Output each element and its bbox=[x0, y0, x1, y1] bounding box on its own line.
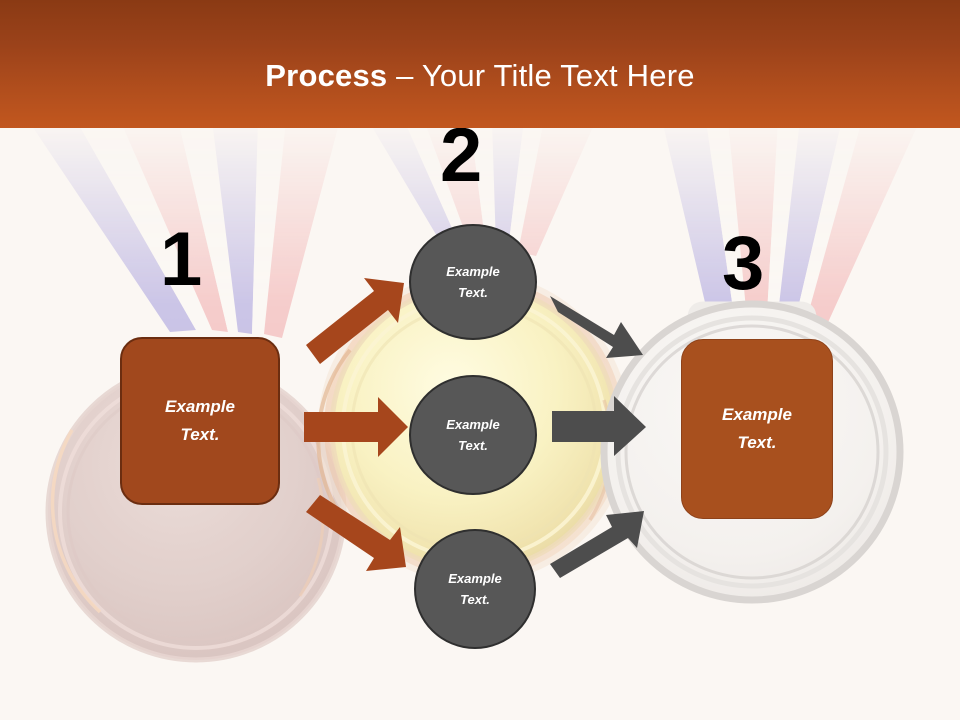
process-circle-3[interactable]: Example Text. bbox=[414, 529, 536, 649]
arrow-outbound-middle bbox=[552, 396, 646, 456]
process-circle-1-line1: Example bbox=[446, 264, 500, 279]
process-box-right-line2: Text. bbox=[737, 433, 777, 452]
process-circle-1-line2: Text. bbox=[458, 285, 488, 300]
ribbon-middle bbox=[368, 120, 596, 256]
ribbon-left bbox=[28, 120, 340, 338]
step-number-3: 3 bbox=[722, 221, 765, 306]
process-box-left-line2: Text. bbox=[180, 425, 220, 444]
process-circle-2-text: Example Text. bbox=[446, 414, 499, 456]
process-circle-3-text: Example Text. bbox=[448, 568, 501, 610]
arrow-outbound-bottom bbox=[550, 511, 644, 578]
process-box-left-text: Example Text. bbox=[165, 393, 235, 449]
process-circle-2-line1: Example bbox=[446, 417, 500, 432]
process-box-right-text: Example Text. bbox=[722, 401, 792, 457]
arrow-inbound-middle bbox=[304, 397, 408, 457]
process-box-left-line1: Example bbox=[165, 397, 235, 416]
ribbon-group bbox=[28, 120, 920, 340]
title-separator: – bbox=[387, 58, 422, 93]
process-circle-2-line2: Text. bbox=[458, 438, 488, 453]
ribbon-right bbox=[662, 120, 920, 340]
step-number-1: 1 bbox=[160, 217, 203, 302]
page-title: Process – Your Title Text Here bbox=[0, 58, 960, 94]
arrow-inbound-bottom bbox=[306, 495, 406, 571]
step-number-2: 2 bbox=[440, 113, 483, 198]
arrow-outbound-top bbox=[550, 296, 643, 358]
process-circle-1[interactable]: Example Text. bbox=[409, 224, 537, 340]
header-band bbox=[0, 0, 960, 128]
process-box-right[interactable]: Example Text. bbox=[681, 339, 833, 519]
process-circle-1-text: Example Text. bbox=[446, 261, 499, 303]
arrow-inbound-top bbox=[306, 278, 404, 364]
title-regular-part: Your Title Text Here bbox=[421, 58, 695, 93]
process-circle-3-line1: Example bbox=[448, 571, 502, 586]
process-circle-3-line2: Text. bbox=[460, 592, 490, 607]
process-box-left[interactable]: Example Text. bbox=[120, 337, 280, 505]
process-circle-2[interactable]: Example Text. bbox=[409, 375, 537, 495]
title-bold-part: Process bbox=[265, 58, 388, 93]
process-box-right-line1: Example bbox=[722, 405, 792, 424]
